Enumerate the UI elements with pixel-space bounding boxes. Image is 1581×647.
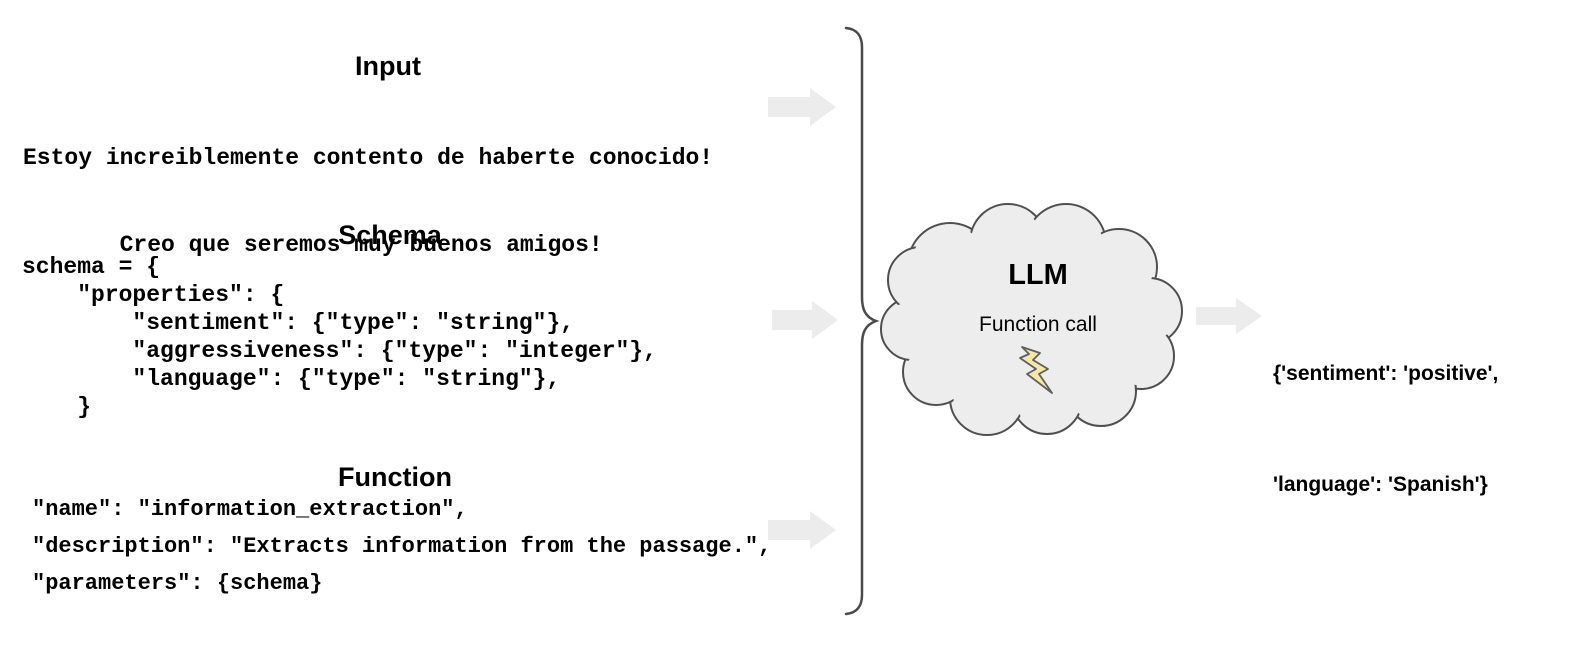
schema-code: schema = { "properties": { "sentiment": …: [22, 254, 657, 420]
input-text: Estoy increiblemente contento de haberte…: [23, 86, 713, 318]
arrow-icon-function: [768, 511, 836, 549]
output-text-line: {'sentiment': 'positive',: [1273, 362, 1499, 385]
llm-subtitle: Function call: [979, 313, 1097, 336]
arrow-icon-schema: [772, 301, 838, 339]
schema-section: Schema: [27, 220, 753, 251]
input-section: Input: [25, 51, 751, 82]
function-code-line: "name": "information_extraction",: [32, 497, 468, 522]
lightning-bolt-icon: [1019, 346, 1053, 394]
output-text: {'sentiment': 'positive', 'language': 'S…: [1273, 281, 1498, 577]
cloud-fill: [884, 207, 1179, 432]
grouping-brace: [844, 26, 880, 616]
function-section: Function: [32, 462, 758, 493]
function-code-line: "parameters": {schema}: [32, 571, 323, 596]
schema-title: Schema: [338, 220, 442, 250]
input-text-line: Estoy increiblemente contento de haberte…: [23, 145, 714, 171]
input-title: Input: [355, 51, 421, 81]
arrow-icon-output: [1196, 298, 1262, 334]
llm-title: LLM: [1008, 259, 1068, 291]
function-code-line: "description": "Extracts information fro…: [32, 534, 772, 559]
llm-cloud: [880, 203, 1183, 436]
input-text-line: Creo que seremos muy buenos amigos!: [23, 232, 603, 258]
output-text-line: 'language': 'Spanish'}: [1273, 473, 1488, 496]
function-title: Function: [338, 462, 452, 492]
arrow-icon-input: [768, 88, 836, 126]
